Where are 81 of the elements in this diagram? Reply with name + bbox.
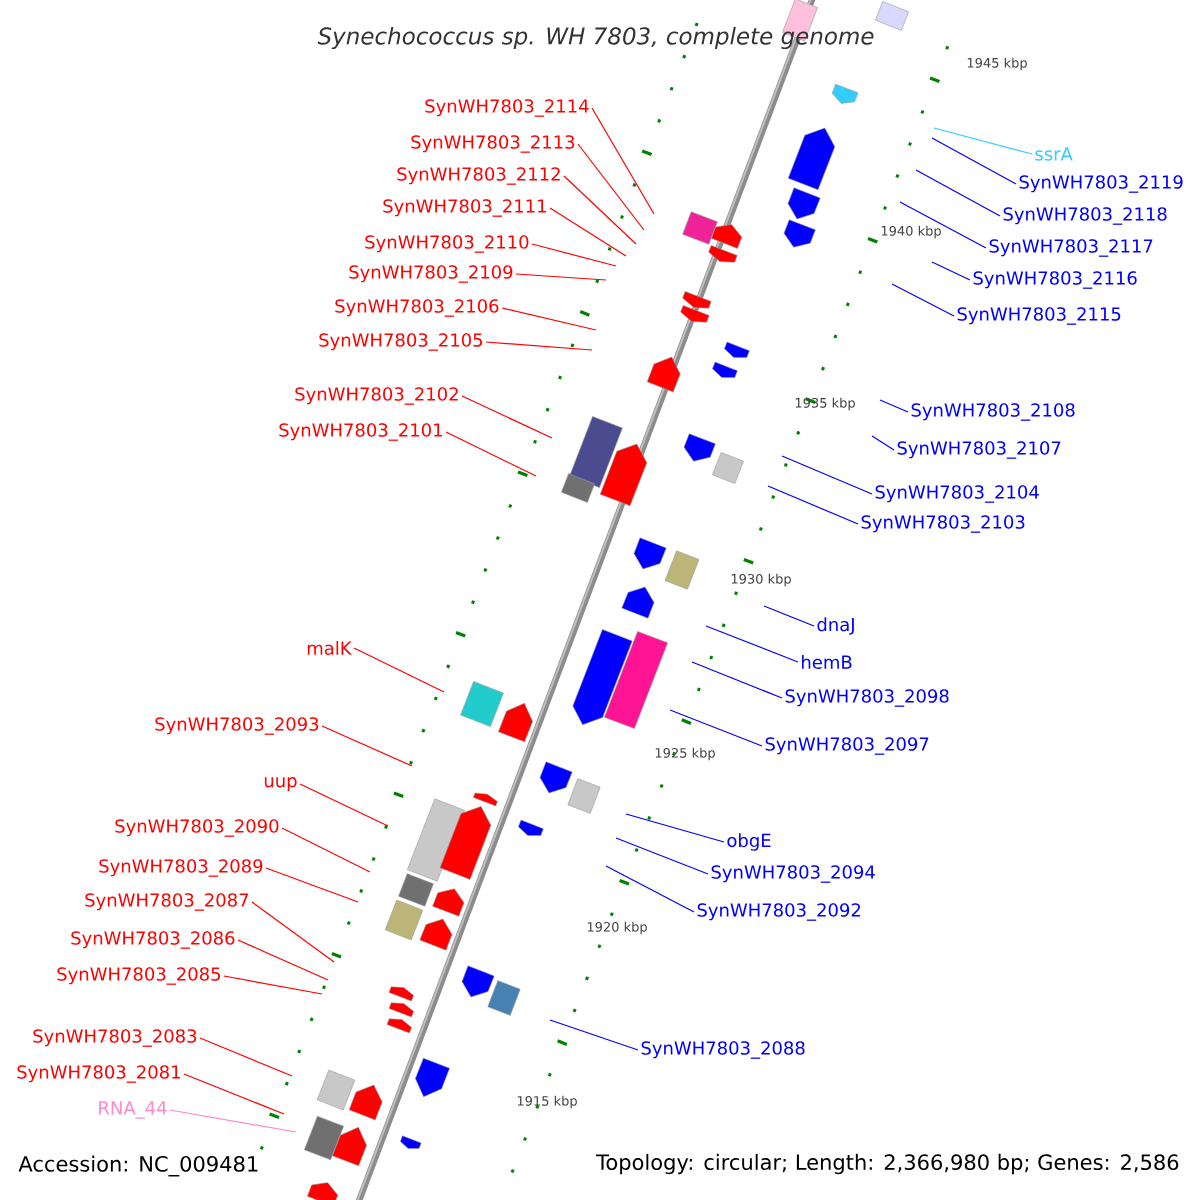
gene-label: SynWH7803_2097 [765, 737, 929, 755]
leader-line [931, 261, 971, 281]
gene-label: SynWH7803_2109 [349, 265, 513, 283]
gene-label: SynWH7803_2106 [335, 299, 499, 317]
gene-label: hemB [802, 655, 852, 669]
leader-line [763, 605, 815, 627]
gene-label: SynWH7803_2093 [155, 717, 319, 735]
leader-line [625, 813, 725, 843]
title: Synechococcus sp. WH 7803, complete genome [317, 26, 874, 50]
leader-line [199, 1037, 293, 1077]
footer-text: Topology: circular; Length: 2,366,980 bp; Genes: 2,586 [596, 1153, 1179, 1175]
leader-line [563, 175, 637, 245]
leader-line [321, 725, 413, 767]
gene-label: RNA_44 [99, 1101, 167, 1119]
leader-line [605, 865, 695, 913]
leader-line [933, 127, 1033, 155]
gene-label: SynWH7803_2118 [1003, 207, 1167, 225]
gene-label: malK [307, 641, 352, 655]
leader-line [899, 201, 987, 249]
gene-label: SynWH7803_2086 [71, 931, 235, 949]
leader-line [931, 137, 1017, 185]
leader-line [299, 783, 389, 827]
leader-line [549, 207, 627, 257]
leader-line [223, 975, 323, 995]
gene-label: dnaJ [817, 617, 854, 635]
leader-line [169, 1109, 297, 1133]
leader-line [265, 867, 359, 903]
footer-text: Accession: NC_009481 [18, 1155, 258, 1177]
gene-label: SynWH7803_2089 [99, 859, 263, 877]
leader-line [891, 283, 955, 317]
gene-label: SynWH7803_2085 [57, 967, 220, 985]
gene-label: SynWH7803_2116 [973, 271, 1137, 289]
leader-line [485, 341, 593, 351]
gene-label: SynWH7803_2104 [875, 485, 1039, 503]
gene-label: SynWH7803_2094 [711, 865, 875, 883]
gene-label: ssrA [1035, 147, 1073, 161]
leader-line [353, 647, 445, 693]
gene-label: SynWH7803_2092 [697, 903, 861, 921]
leader-line [183, 1073, 285, 1115]
gene-label: SynWH7803_2107 [897, 441, 1061, 459]
gene-label: SynWH7803_2088 [641, 1041, 805, 1059]
leader-line [691, 661, 783, 699]
leader-line [549, 1019, 639, 1051]
gene-label: SynWH7803_2113 [411, 135, 575, 153]
leader-line [591, 107, 655, 215]
leader-line [501, 307, 597, 331]
leader-line [515, 273, 607, 281]
gene-label: SynWH7803_2101 [279, 423, 442, 441]
gene-label: SynWH7803_2112 [397, 167, 560, 185]
leader-line [915, 169, 1001, 217]
leader-line [781, 455, 873, 495]
gene-label: SynWH7803_2081 [17, 1065, 180, 1083]
leader-line [281, 827, 371, 873]
gene-label: SynWH7803_2108 [911, 403, 1075, 421]
leader-line [767, 485, 859, 525]
leader-line [669, 709, 763, 747]
leader-line [871, 435, 895, 451]
gene-label: SynWH7803_2114 [425, 99, 589, 117]
leader-line [615, 837, 709, 875]
leader-line [461, 395, 553, 439]
gene-label: SynWH7803_2110 [365, 235, 529, 253]
gene-label: SynWH7803_2105 [319, 333, 482, 351]
gene-label: SynWH7803_2090 [115, 819, 279, 837]
gene-label: SynWH7803_2111 [383, 199, 546, 217]
gene-label: SynWH7803_2098 [785, 689, 949, 707]
leader-line [251, 901, 335, 963]
leader-line [531, 243, 617, 267]
gene-label: SynWH7803_2087 [85, 893, 249, 911]
gene-label: SynWH7803_2103 [861, 515, 1025, 533]
leader-line [237, 939, 329, 981]
gene-label: obgE [727, 833, 771, 851]
gene-label: uup [264, 777, 297, 791]
leader-line [445, 431, 537, 477]
gene-label: SynWH7803_2117 [989, 239, 1153, 257]
gene-label: SynWH7803_2102 [295, 387, 458, 405]
leader-line [705, 625, 799, 663]
leader-line [879, 399, 909, 413]
leader-line [577, 143, 645, 231]
gene-label: SynWH7803_2119 [1019, 175, 1183, 193]
gene-label: SynWH7803_2083 [33, 1029, 197, 1047]
gene-label: SynWH7803_2115 [957, 307, 1121, 325]
